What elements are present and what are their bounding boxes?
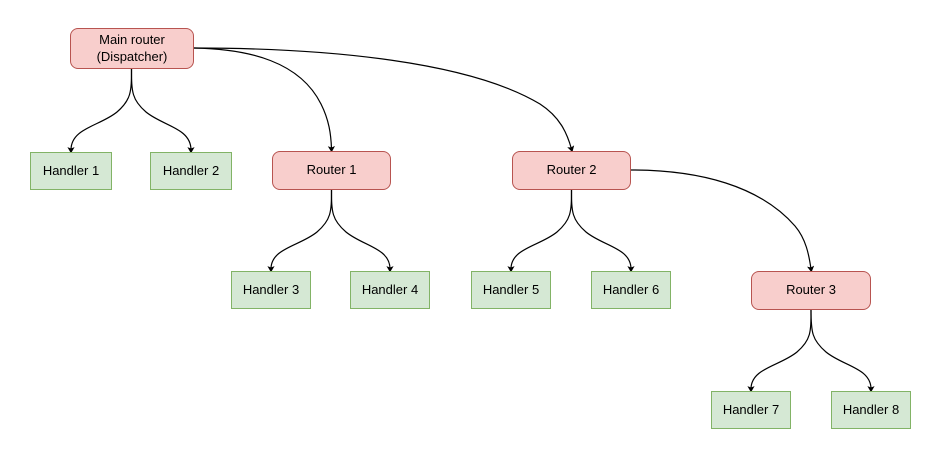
node-handler-8[interactable]: Handler 8 bbox=[831, 391, 911, 429]
node-router-1[interactable]: Router 1 bbox=[272, 151, 391, 190]
edge-router-2-to-handler-5 bbox=[507, 189, 573, 273]
edge-main-to-router-2 bbox=[193, 47, 575, 153]
node-main-router[interactable]: Main router (Dispatcher) bbox=[70, 28, 194, 69]
node-handler-7[interactable]: Handler 7 bbox=[711, 391, 791, 429]
edge-router-1-to-handler-4 bbox=[330, 189, 394, 273]
edge-router-1-to-handler-3 bbox=[267, 189, 333, 273]
edge-router-2-to-handler-6 bbox=[570, 189, 635, 273]
edges-group bbox=[67, 47, 875, 393]
node-handler-3[interactable]: Handler 3 bbox=[231, 271, 311, 309]
node-handler-4[interactable]: Handler 4 bbox=[350, 271, 430, 309]
node-handler-2[interactable]: Handler 2 bbox=[150, 152, 232, 190]
node-handler-1[interactable]: Handler 1 bbox=[30, 152, 112, 190]
edge-main-to-handler-2 bbox=[130, 68, 195, 154]
edge-main-to-handler-1 bbox=[67, 68, 133, 154]
edge-main-to-router-1 bbox=[193, 47, 336, 153]
edge-router-3-to-handler-7 bbox=[747, 309, 812, 393]
node-handler-6[interactable]: Handler 6 bbox=[591, 271, 671, 309]
node-router-3[interactable]: Router 3 bbox=[751, 271, 871, 310]
edge-router-2-to-router-3 bbox=[630, 169, 815, 273]
edge-router-3-to-handler-8 bbox=[810, 309, 875, 393]
node-handler-5[interactable]: Handler 5 bbox=[471, 271, 551, 309]
node-router-2[interactable]: Router 2 bbox=[512, 151, 631, 190]
